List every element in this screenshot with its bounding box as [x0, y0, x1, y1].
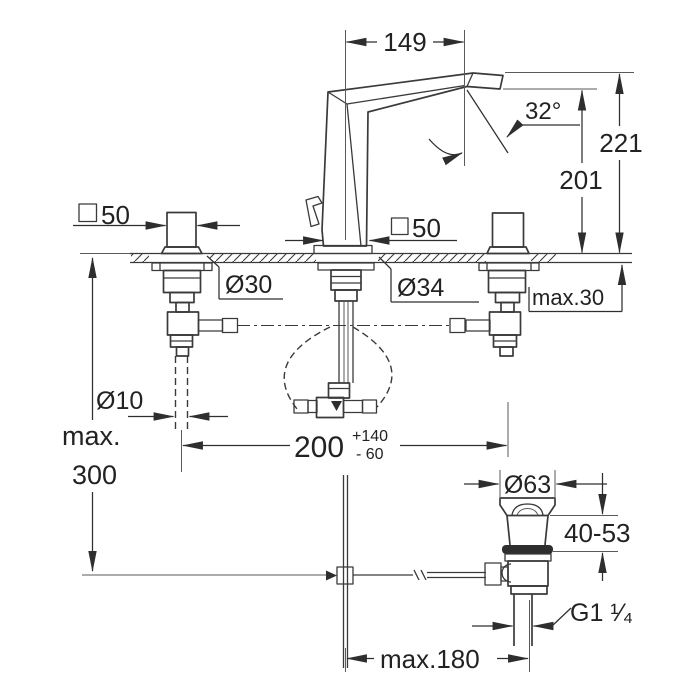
- dia10-label: Ø10: [96, 387, 143, 415]
- dim-40-53: 40-53: [550, 473, 631, 581]
- drain-flange: [499, 497, 556, 517]
- drain-gasket: [502, 545, 553, 554]
- dim-221-label: 221: [599, 128, 642, 158]
- dim-201: 201: [503, 88, 603, 254]
- dim-max180: max.180: [345, 600, 530, 674]
- body-50-label: 50: [412, 213, 441, 243]
- dim-149-label: 149: [383, 27, 426, 57]
- right-hose-stub: [465, 319, 491, 332]
- popup-knob: [305, 195, 323, 228]
- dim-200-label: 200: [294, 431, 344, 464]
- dim-angle-32: 32°: [428, 89, 580, 166]
- left-hose-stub: [197, 319, 224, 332]
- max180-label: max.180: [380, 644, 480, 674]
- dim-max30: max.30: [528, 263, 627, 313]
- dia34-label: Ø34: [397, 274, 444, 302]
- right-hose-knurl: [449, 317, 466, 334]
- dim-200-tol-minus: - 60: [356, 446, 384, 463]
- dim-200-tol-plus: +140: [352, 428, 388, 445]
- flow-marker: [331, 401, 342, 411]
- hose-loop-right: [352, 326, 393, 408]
- dim-thread-g114: G1 ¹⁄₄: [472, 599, 633, 631]
- dia30-label: Ø30: [225, 271, 272, 299]
- dim-201-label: 201: [559, 165, 602, 195]
- callout-dia34: Ø34: [378, 256, 479, 303]
- left-handle: [151, 211, 239, 431]
- deck-hatch: [131, 254, 149, 263]
- max300-label-1: max.: [62, 421, 121, 451]
- callout-dia30: Ø30: [206, 255, 283, 300]
- drain-body: [507, 560, 549, 587]
- dim-149: 149: [345, 27, 465, 240]
- dim-dia10: Ø10: [96, 387, 228, 421]
- dim-200: 200 +140 - 60: [181, 402, 509, 472]
- dia63-label: Ø63: [504, 471, 551, 499]
- rod-break: [413, 569, 420, 581]
- dim-40-53-label: 40-53: [564, 518, 631, 548]
- dim-max300: max. 300: [62, 253, 130, 573]
- dim-dia63: Ø63: [464, 470, 607, 499]
- square-symbol: [390, 217, 409, 236]
- max300-label-2: 300: [72, 460, 117, 490]
- countertop: [130, 252, 632, 264]
- tee-connector: [315, 396, 345, 419]
- left-hose-knurl: [221, 317, 239, 334]
- rod-clamp: [336, 566, 354, 585]
- drain-assembly: [484, 497, 556, 646]
- max30-label: max.30: [532, 285, 604, 310]
- angle-32-label: 32°: [525, 98, 561, 125]
- thread-label: G1 ¹⁄₄: [570, 599, 633, 627]
- popup-rod: [82, 475, 486, 668]
- spout-unit: [283, 72, 504, 419]
- dim-body-50: 50: [285, 213, 457, 245]
- right-handle: [449, 212, 540, 357]
- hose-loop-left: [283, 326, 331, 410]
- escutcheon: [313, 244, 373, 255]
- dim-221: 221: [505, 72, 643, 254]
- drain-knob: [484, 562, 502, 586]
- dim-left-handle-50: 50: [73, 200, 240, 230]
- square-symbol: [78, 203, 98, 223]
